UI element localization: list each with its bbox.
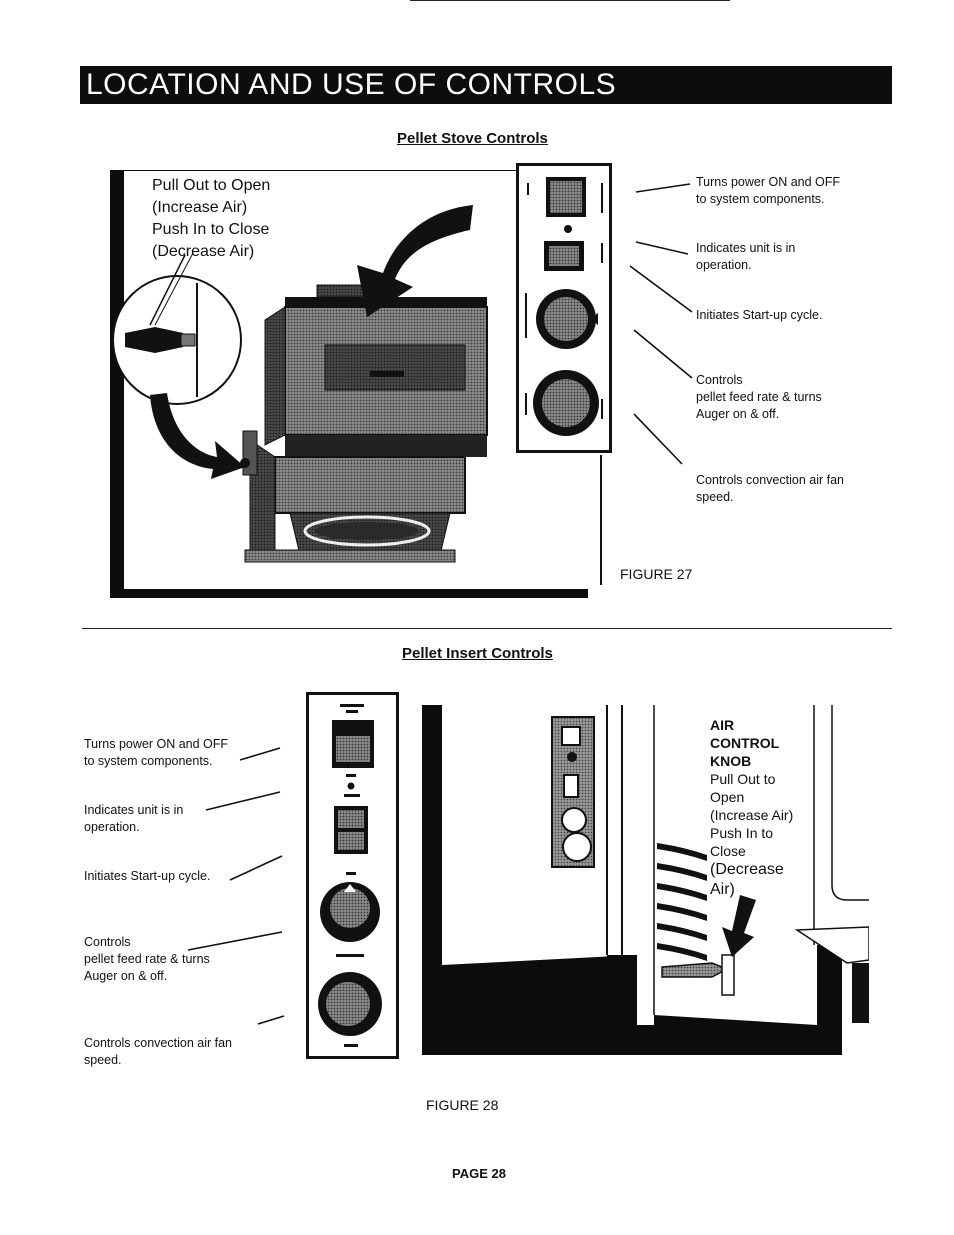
air-knob-body-line: Push In to xyxy=(710,825,774,841)
callout-line: speed. xyxy=(84,1053,122,1067)
figure-28-leaders xyxy=(187,747,285,1025)
callout-line: speed. xyxy=(696,490,734,504)
insert-callout-start: Initiates Start-up cycle. xyxy=(84,868,210,885)
air-knob-title-line: KNOB xyxy=(710,753,752,769)
callout-line: Initiates Start-up cycle. xyxy=(696,308,823,322)
insert-photo xyxy=(422,705,869,1055)
air-knob-title-line: CONTROL xyxy=(710,735,780,751)
callout-line: Auger on & off. xyxy=(696,407,780,421)
callout-fan: Controls convection air fan speed. xyxy=(696,472,844,506)
callout-line: Controls xyxy=(84,935,131,949)
callout-line: Controls convection air fan xyxy=(696,473,844,487)
air-knob-body-line: Close xyxy=(710,843,746,859)
pellet-stove-illustration xyxy=(112,205,488,563)
callout-line: Turns power ON and OFF xyxy=(84,737,229,751)
figure-27-label: FIGURE 27 xyxy=(620,566,693,582)
callout-line: Controls xyxy=(696,373,743,387)
air-control-knob-label: AIR CONTROL KNOB Pull Out to Open (Incre… xyxy=(710,716,793,900)
air-knob-title-line: AIR xyxy=(710,717,735,733)
air-control-label: Pull Out to Open (Increase Air) Push In … xyxy=(152,175,270,263)
page-title: LOCATION AND USE OF CONTROLS xyxy=(86,68,617,101)
callout-line: to system components. xyxy=(84,754,213,768)
callout-status: Indicates unit is in operation. xyxy=(696,240,795,274)
air-label-line: Push In to Close xyxy=(152,221,270,238)
top-rule xyxy=(410,0,730,1)
air-label-line: (Decrease Air) xyxy=(152,243,255,260)
callout-line: pellet feed rate & turns xyxy=(84,952,210,966)
callout-line: Indicates unit is in xyxy=(84,803,184,817)
insert-control-panel xyxy=(306,692,399,1059)
callout-line: operation. xyxy=(696,258,752,272)
section-heading-stove: Pellet Stove Controls xyxy=(397,130,548,147)
figure-27-frame xyxy=(110,170,588,598)
air-label-line: (Increase Air) xyxy=(152,199,248,216)
insert-callout-fan: Controls convection air fan speed. xyxy=(84,1035,232,1069)
callout-power: Turns power ON and OFF to system compone… xyxy=(696,174,840,208)
stove-control-panel xyxy=(516,163,612,453)
insert-callout-power: Turns power ON and OFF to system compone… xyxy=(84,736,228,770)
callout-line: Auger on & off. xyxy=(84,969,168,983)
figure-27-rule xyxy=(600,455,602,585)
callout-line: Initiates Start-up cycle. xyxy=(84,869,211,883)
section-heading-insert: Pellet Insert Controls xyxy=(402,645,553,662)
callout-line: Turns power ON and OFF xyxy=(696,175,841,189)
callout-start: Initiates Start-up cycle. xyxy=(696,307,822,324)
callout-line: Controls convection air fan xyxy=(84,1036,232,1050)
air-knob-large-line: Air) xyxy=(710,881,735,898)
air-knob-large-line: (Decrease xyxy=(710,861,784,878)
air-knob-body-line: (Increase Air) xyxy=(710,807,794,823)
air-knob-body-line: Open xyxy=(710,789,745,805)
air-knob-body-line: Pull Out to xyxy=(710,771,776,787)
title-bar xyxy=(80,66,892,104)
air-label-line: Pull Out to Open xyxy=(152,177,271,194)
figure-27-leaders xyxy=(629,183,693,465)
callout-burn-rate: Controls pellet feed rate & turns Auger … xyxy=(696,372,822,423)
callout-line: to system components. xyxy=(696,192,825,206)
figure-28-label: FIGURE 28 xyxy=(426,1097,499,1113)
callout-line: operation. xyxy=(84,820,140,834)
section-divider xyxy=(82,628,892,629)
insert-callout-burn-rate: Controls pellet feed rate & turns Auger … xyxy=(84,934,210,985)
page-number: PAGE 28 xyxy=(452,1166,506,1181)
callout-line: pellet feed rate & turns xyxy=(696,390,822,404)
callout-line: Indicates unit is in xyxy=(696,241,796,255)
insert-callout-status: Indicates unit is in operation. xyxy=(84,802,183,836)
